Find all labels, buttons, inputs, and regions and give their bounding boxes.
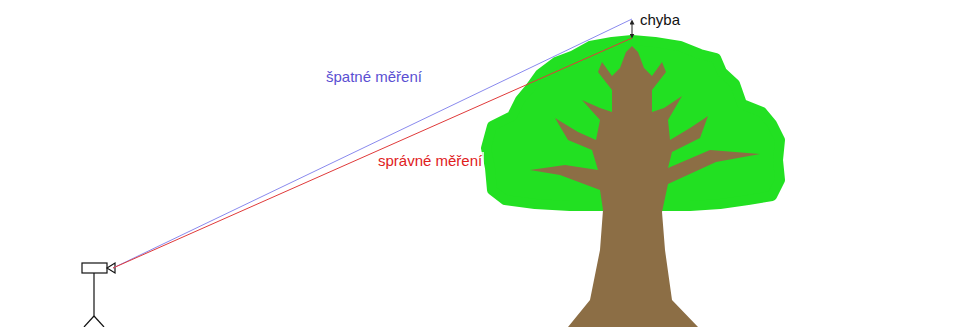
wrong-measurement-label: špatné měření: [324, 68, 424, 86]
correct-measurement-label: správné měření: [376, 152, 484, 170]
error-label: chyba: [638, 11, 682, 29]
camera-tripod: [82, 263, 115, 327]
correct-sight-line: [113, 38, 632, 268]
error-arrow: [632, 22, 633, 36]
wrong-sight-line: [113, 19, 632, 268]
tree-trunk: [530, 46, 760, 327]
